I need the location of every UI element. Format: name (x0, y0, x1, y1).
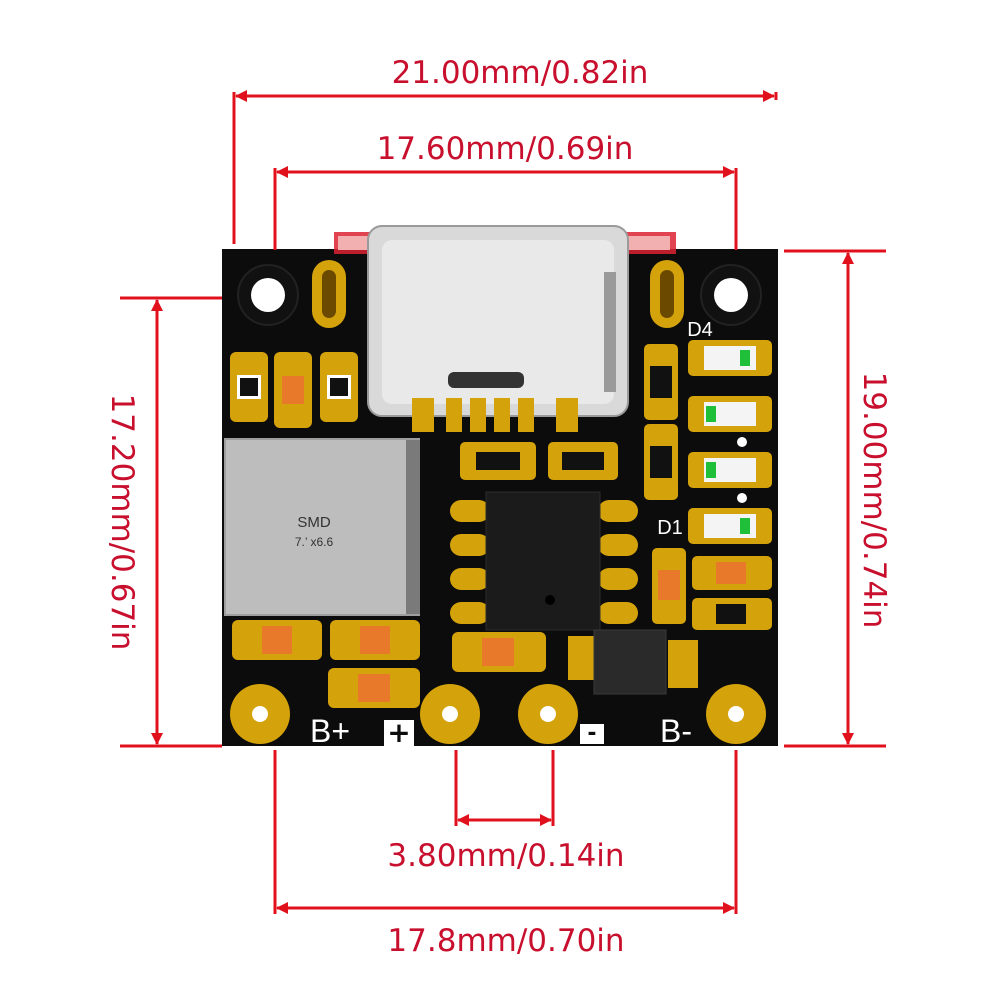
dim-label-pad-pitch: 3.80mm/0.14in (387, 838, 624, 874)
plus-symbol-box (384, 720, 414, 746)
label-minus: - (587, 721, 596, 746)
ic-chip (450, 491, 638, 631)
mounting-hole-right-core (714, 278, 748, 312)
usb-tab-left-inner (338, 236, 368, 250)
dim-label-left-height: 17.20mm/0.67in (104, 394, 140, 651)
usb-slot-pad-right-hole (660, 270, 674, 318)
usb-tab-right-inner (626, 236, 670, 250)
inductor-label-size: 7.’ x6.6 (295, 535, 334, 549)
label-b-plus: B+ (310, 713, 350, 749)
usb-pins (412, 398, 578, 432)
label-plus: + (387, 716, 410, 749)
label-d4: D4 (687, 319, 713, 341)
bottom-pads (230, 684, 766, 744)
pcb-board: SMD 7.’ x6.6 (222, 225, 778, 749)
usb-slot-pad-left-hole (322, 270, 336, 318)
resistor-column-right (644, 344, 772, 630)
capacitor-group-bottom-left (232, 620, 546, 708)
label-d1: D1 (657, 517, 683, 539)
dim-label-top-inner: 17.60mm/0.69in (377, 131, 634, 167)
small-components-top-middle (460, 442, 618, 480)
transistor (568, 629, 698, 695)
mounting-hole-left-core (251, 278, 285, 312)
minus-symbol-box (580, 724, 604, 744)
dim-label-right-height: 19.00mm/0.74in (856, 372, 892, 629)
usb-c-connector (367, 225, 629, 417)
resistor-group-top-left (230, 352, 358, 428)
dimension-lines (120, 90, 886, 914)
inductor-label-smd: SMD (297, 514, 331, 531)
dim-label-top-outer: 21.00mm/0.82in (392, 55, 649, 91)
led-column (688, 340, 772, 544)
dim-label-bottom-span: 17.8mm/0.70in (387, 923, 624, 959)
smd-inductor: SMD 7.’ x6.6 (224, 438, 420, 616)
label-b-minus: B- (660, 713, 692, 749)
